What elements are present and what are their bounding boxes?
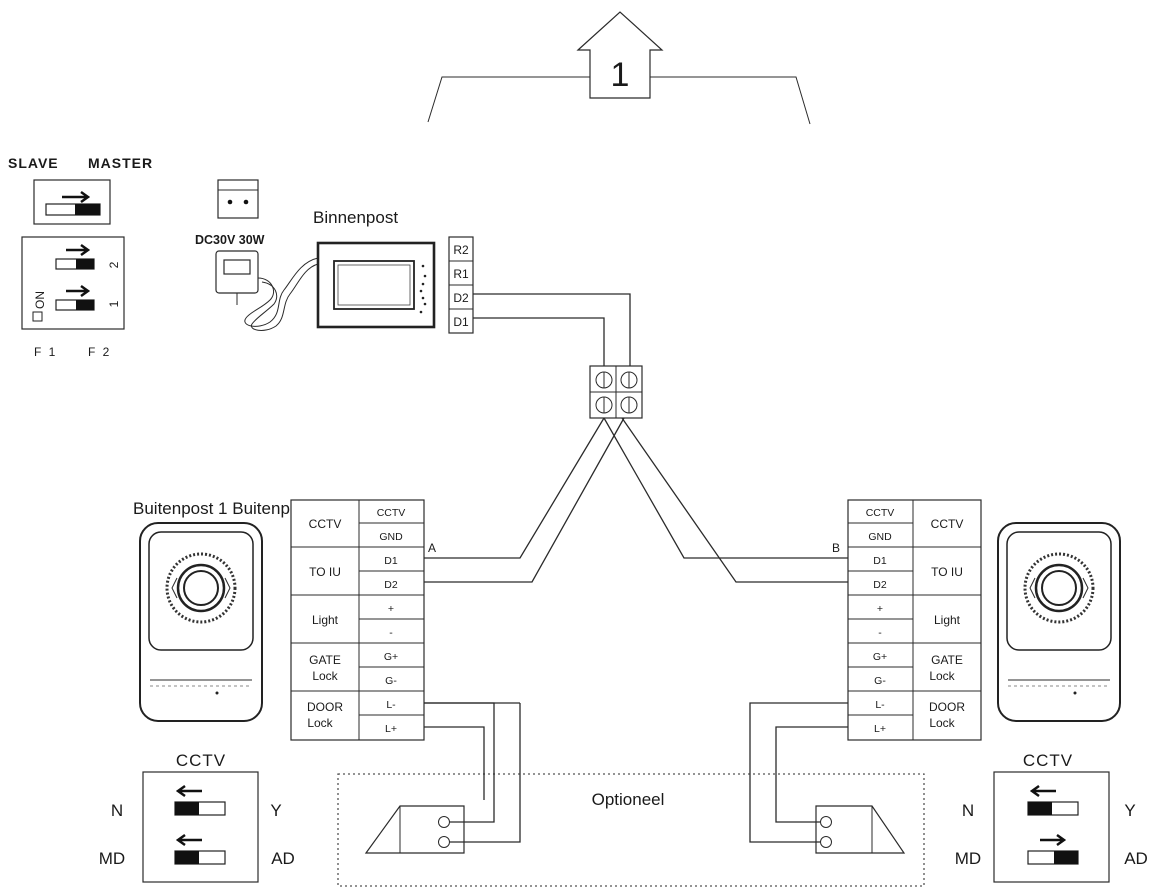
terminal-label: - bbox=[389, 627, 393, 639]
cctv-row1-right: Y bbox=[270, 801, 281, 820]
floor-arrow: 1 bbox=[427, 11, 811, 125]
cctv-row1-left: N bbox=[962, 801, 974, 820]
indoor-terminal: R2 bbox=[453, 243, 469, 257]
slave-master-switch: SLAVE MASTER bbox=[8, 155, 153, 225]
terminal-label: + bbox=[877, 603, 883, 615]
master-label: MASTER bbox=[88, 155, 153, 171]
terminal-label: G- bbox=[385, 675, 397, 687]
bus-wires: A B bbox=[424, 293, 848, 583]
terminal-label: - bbox=[878, 627, 882, 639]
group-label: DOOR bbox=[929, 700, 965, 714]
cctv-row2-right: AD bbox=[1124, 849, 1148, 868]
cctv-title: CCTV bbox=[176, 751, 226, 770]
group-label: TO IU bbox=[309, 565, 341, 579]
cctv-switch-right: CCTV N Y MD AD bbox=[955, 751, 1148, 883]
terminal-label: CCTV bbox=[866, 507, 895, 519]
group-label: DOOR bbox=[307, 700, 343, 714]
cctv-switch-left: CCTV N Y MD AD bbox=[99, 751, 295, 883]
optional-lock-area: Optioneel bbox=[337, 702, 925, 887]
group-label: Lock bbox=[929, 669, 955, 683]
wire-a-label: A bbox=[428, 541, 436, 555]
terminal-label: L+ bbox=[385, 723, 397, 735]
terminal-block-right: CCTV TO IU Light GATE Lock DOOR Lock CCT… bbox=[847, 499, 982, 741]
indoor-terminal: D1 bbox=[453, 315, 469, 329]
terminal-label: + bbox=[388, 603, 394, 615]
terminal-label: L- bbox=[875, 699, 885, 711]
terminal-label: GND bbox=[379, 531, 403, 543]
indoor-monitor: Binnenpost bbox=[313, 208, 436, 329]
group-label: Lock bbox=[307, 716, 333, 730]
floor-number: 1 bbox=[611, 56, 630, 94]
group-label: CCTV bbox=[309, 517, 342, 531]
f1-label: F 1 bbox=[34, 345, 57, 359]
group-label: Lock bbox=[312, 669, 338, 683]
terminal-label: GND bbox=[868, 531, 892, 543]
indoor-terminal: R1 bbox=[453, 267, 469, 281]
indoor-terminal: D2 bbox=[453, 291, 469, 305]
group-label: Light bbox=[312, 613, 339, 627]
dip-on-label: ON bbox=[33, 291, 47, 309]
dip-pin-1: 1 bbox=[107, 300, 121, 307]
f2-label: F 2 bbox=[88, 345, 111, 359]
dip-pin-2: 2 bbox=[107, 261, 121, 268]
terminal-label: G+ bbox=[873, 651, 887, 663]
power-supply: DC30V 30W bbox=[195, 179, 319, 331]
cctv-row2-right: AD bbox=[271, 849, 295, 868]
door-station-right bbox=[997, 522, 1121, 722]
terminal-block-left: CCTV TO IU Light GATE Lock DOOR Lock CCT… bbox=[290, 499, 425, 741]
cctv-row1-left: N bbox=[111, 801, 123, 820]
terminal-label: G- bbox=[874, 675, 886, 687]
terminal-label: D1 bbox=[873, 555, 887, 567]
indoor-unit-label: Binnenpost bbox=[313, 208, 398, 227]
cctv-title: CCTV bbox=[1023, 751, 1073, 770]
wire-b-label: B bbox=[832, 541, 840, 555]
terminal-label: G+ bbox=[384, 651, 398, 663]
dip-switch: 2 1 ON F 1 F 2 bbox=[21, 236, 125, 359]
optional-label: Optioneel bbox=[592, 790, 665, 809]
outdoor-units-label: Buitenpost 1 Buitenpost 2 bbox=[133, 499, 327, 518]
terminal-label: L+ bbox=[874, 723, 886, 735]
cctv-row2-left: MD bbox=[955, 849, 981, 868]
terminal-label: D2 bbox=[384, 579, 398, 591]
terminal-label: D2 bbox=[873, 579, 887, 591]
terminal-label: D1 bbox=[384, 555, 398, 567]
group-label: GATE bbox=[309, 653, 341, 667]
terminal-label: CCTV bbox=[377, 507, 406, 519]
cctv-row1-right: Y bbox=[1124, 801, 1135, 820]
slave-label: SLAVE bbox=[8, 155, 59, 171]
group-label: Lock bbox=[929, 716, 955, 730]
cctv-row2-left: MD bbox=[99, 849, 125, 868]
door-station-left bbox=[139, 522, 263, 722]
indoor-terminal-strip: R2 R1 D2 D1 bbox=[448, 236, 474, 334]
group-label: CCTV bbox=[931, 517, 964, 531]
group-label: Light bbox=[934, 613, 961, 627]
power-label: DC30V 30W bbox=[195, 233, 265, 247]
group-label: TO IU bbox=[931, 565, 963, 579]
terminal-label: L- bbox=[386, 699, 396, 711]
group-label: GATE bbox=[931, 653, 963, 667]
